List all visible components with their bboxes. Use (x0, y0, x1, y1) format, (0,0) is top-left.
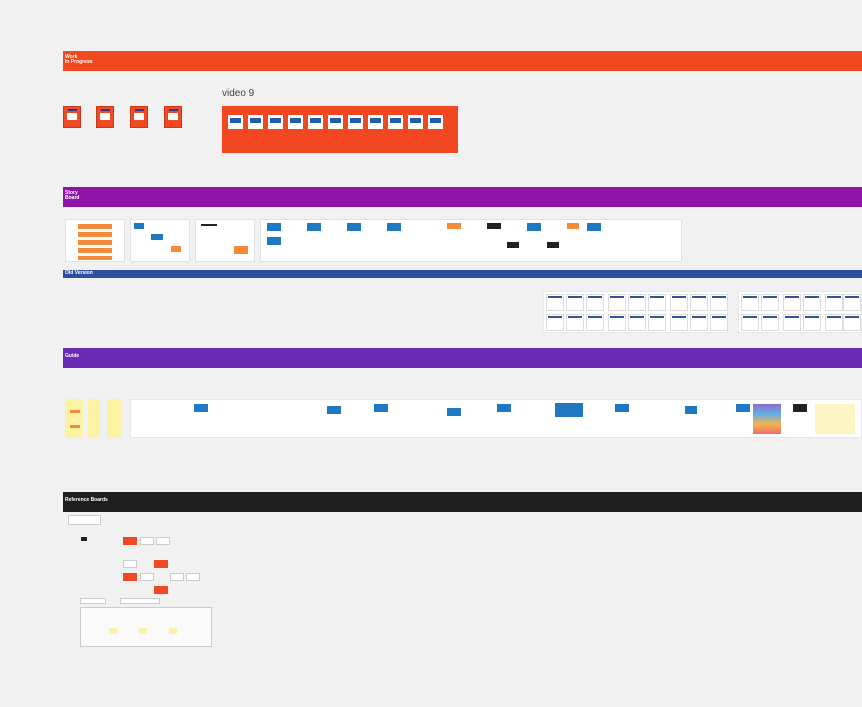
video-frame[interactable] (268, 115, 283, 129)
video-frame[interactable] (388, 115, 403, 129)
section-header-guide[interactable]: Guide (63, 348, 862, 368)
reference-board-node[interactable] (154, 560, 168, 568)
reference-board-node[interactable] (140, 573, 154, 581)
guide-sticky-column[interactable] (65, 399, 83, 438)
wip-frame-3[interactable] (130, 106, 148, 128)
storyboard-flow-frame[interactable] (65, 219, 125, 262)
reference-board-node[interactable] (140, 537, 154, 545)
reference-board-node[interactable] (156, 537, 170, 545)
reference-board-node[interactable] (186, 573, 200, 581)
reference-board-node[interactable] (81, 537, 87, 541)
section-title-guide: Guide (65, 353, 80, 359)
guide-sticky-column[interactable] (107, 399, 122, 438)
video-frame[interactable] (248, 115, 263, 129)
reference-board-node[interactable] (68, 515, 101, 525)
storyboard-doc-frame[interactable] (195, 219, 255, 262)
reference-board-node[interactable] (80, 598, 106, 604)
guide-frames-strip[interactable] (130, 399, 862, 438)
section-title-wip: Work In Progress (65, 54, 93, 65)
reference-board-node[interactable] (154, 586, 168, 594)
old-version-group[interactable] (738, 291, 862, 333)
guide-sticky-note[interactable] (70, 425, 80, 428)
video-frame[interactable] (308, 115, 323, 129)
reference-board-panel[interactable] (80, 607, 212, 647)
section-header-old-version[interactable]: Old Version (63, 270, 862, 278)
wip-frame-1[interactable] (63, 106, 81, 128)
section-header-reference[interactable]: Reference Boards (63, 492, 862, 512)
section-title-old-version: Old Version (65, 270, 93, 276)
video-frame[interactable] (408, 115, 423, 129)
section-header-wip[interactable]: Work In Progress (63, 51, 862, 71)
video-frame[interactable] (348, 115, 363, 129)
video-frame-container[interactable] (222, 106, 458, 153)
wip-frame-2[interactable] (96, 106, 114, 128)
section-title-reference: Reference Boards (65, 497, 108, 503)
old-version-group[interactable] (543, 291, 728, 333)
reference-board-node[interactable] (123, 560, 137, 568)
section-header-storyboard[interactable]: Story Board (63, 187, 862, 207)
storyboard-doc-frame[interactable] (130, 219, 190, 262)
storyboard-grid-frame[interactable] (260, 219, 682, 262)
reference-board-node[interactable] (123, 573, 137, 581)
reference-board-node[interactable] (170, 573, 184, 581)
wip-frame-4[interactable] (164, 106, 182, 128)
guide-sticky-note[interactable] (70, 410, 80, 413)
video-frame[interactable] (328, 115, 343, 129)
video-frame[interactable] (368, 115, 383, 129)
video-frame[interactable] (228, 115, 243, 129)
video-section-title: video 9 (222, 88, 255, 99)
video-frame[interactable] (288, 115, 303, 129)
guide-sticky-column[interactable] (88, 399, 100, 438)
video-frame[interactable] (428, 115, 443, 129)
reference-board-node[interactable] (123, 537, 137, 545)
reference-board-node[interactable] (120, 598, 160, 604)
section-title-storyboard: Story Board (65, 190, 80, 201)
